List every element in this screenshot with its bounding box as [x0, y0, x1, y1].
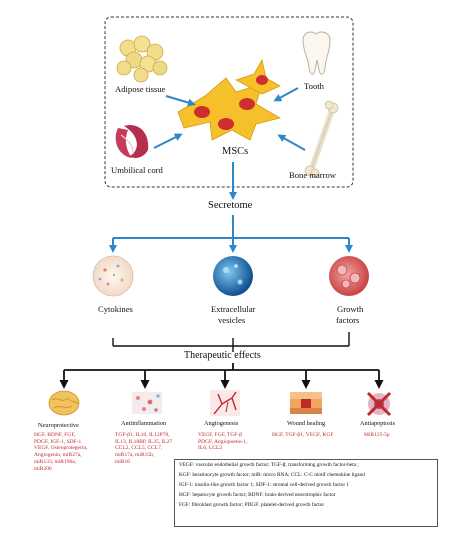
antiapoptosis-icon	[366, 391, 392, 417]
effect-title-wound-healing: Wound healing	[287, 420, 326, 427]
blood-vessels-icon	[210, 390, 240, 416]
list-item: VEGF, FGF, TGF-β	[198, 432, 242, 438]
effect-title-antiapoptosis: Antiapoptosis	[360, 420, 395, 427]
label-extracellular: Extracellular	[211, 304, 256, 314]
list-item: HGF, BDNF, FGF,	[34, 432, 76, 438]
adipose-tissue-icon	[116, 35, 168, 83]
list-item: IL6, CCL2	[198, 445, 223, 452]
list-item: PDGF, IGF-1, SDF-1	[34, 438, 82, 445]
list-item: Angiogenin, miR27a,	[34, 452, 82, 459]
effect-list-angiogenesis: VEGF, FGF, TGF-β PDGF, Angiopoetin-1, IL…	[198, 432, 248, 452]
bone-marrow-icon	[304, 100, 339, 178]
tooth-icon	[302, 31, 331, 75]
label-adipose-tissue: Adipose tissue	[115, 84, 166, 94]
list-item: VEGF, Osteoprotegerin,	[34, 445, 88, 452]
label-umbilical-cord: Umbilical cord	[111, 165, 163, 175]
label-factors: factors	[336, 315, 360, 325]
cytokines-icon	[92, 255, 134, 297]
effect-title-neuroprotective: Neuroprotective	[38, 422, 79, 429]
list-item: TGF-β1, IL10, IL12P70,	[115, 432, 170, 438]
list-item: MiR125-5p	[364, 432, 390, 438]
label-secretome: Secretome	[208, 200, 253, 211]
list-item: CCL2, CCL5, CCL7,	[115, 445, 163, 452]
effect-list-antiinflammation: TGF-β1, IL10, IL12P70, IL13, IL18BP, IL2…	[115, 432, 172, 466]
msc-cells-icon	[177, 58, 282, 141]
list-item: miR206	[34, 465, 52, 472]
secretome-branches	[109, 215, 353, 253]
list-item: miR133, miR196a,	[34, 458, 77, 465]
list-item: PDGF, Angiopoetin-1,	[198, 438, 248, 445]
label-tooth: Tooth	[304, 81, 324, 91]
abbreviation-line: IGF-1: insulin-like growth factor 1; SDF…	[179, 482, 350, 489]
brain-icon	[48, 390, 80, 416]
list-item: IL13, IL18BP, IL25, IL27	[115, 438, 173, 445]
abbreviation-line: FGF: fibroblast growth factor; PDGF: pla…	[179, 502, 325, 509]
therapeutic-branches	[59, 363, 384, 389]
extracellular-vesicles-icon	[213, 256, 253, 296]
label-bone-marrow: Bone marrow	[289, 170, 337, 180]
effect-list-neuroprotective: HGF, BDNF, FGF, PDGF, IGF-1, SDF-1 VEGF,…	[34, 432, 87, 472]
label-vesicles: vesicles	[218, 315, 246, 325]
label-mscs: MSCs	[222, 146, 249, 157]
effect-title-angiogenesis: Angiogenesis	[204, 420, 239, 427]
sources-dashed-box	[104, 16, 354, 188]
arrow-adipose-to-mscs	[165, 95, 196, 107]
list-item: miR16	[115, 458, 130, 465]
effect-list-antiapoptosis: MiR125-5p	[364, 432, 390, 439]
arrow-bone-to-mscs	[277, 134, 306, 151]
umbilical-cord-icon	[115, 125, 149, 158]
arrow-tooth-to-mscs	[273, 87, 299, 102]
effect-list-wound-healing: HGF, TGF-β1, VEGF, KGF	[272, 432, 333, 439]
abbreviation-line: KGF: keratinocyte growth factor; miR: mi…	[179, 472, 365, 479]
therapeutic-converging-lines	[112, 332, 350, 352]
label-therapeutic-effects: Therapeutic effects	[184, 350, 261, 361]
arrow-umbilical-to-mscs	[153, 133, 183, 149]
growth-factors-icon	[329, 256, 369, 296]
list-item: miR17a, miR15b,	[115, 452, 155, 459]
label-growth: Growth	[337, 304, 364, 314]
wound-healing-icon	[290, 392, 322, 414]
abbreviation-line: HGF: hepatocyte growth factor; BDNF: bra…	[179, 492, 336, 499]
list-item: HGF, TGF-β1, VEGF, KGF	[272, 432, 334, 438]
abbreviations-box: VEGF: vascular endothelial growth factor…	[174, 459, 438, 527]
inflammation-icon	[132, 392, 162, 414]
effect-title-antiinflammation: Antiinflammation	[121, 420, 167, 427]
abbreviation-line: VEGF: vascular endothelial growth factor…	[179, 462, 359, 468]
label-cytokines: Cytokines	[98, 304, 133, 314]
